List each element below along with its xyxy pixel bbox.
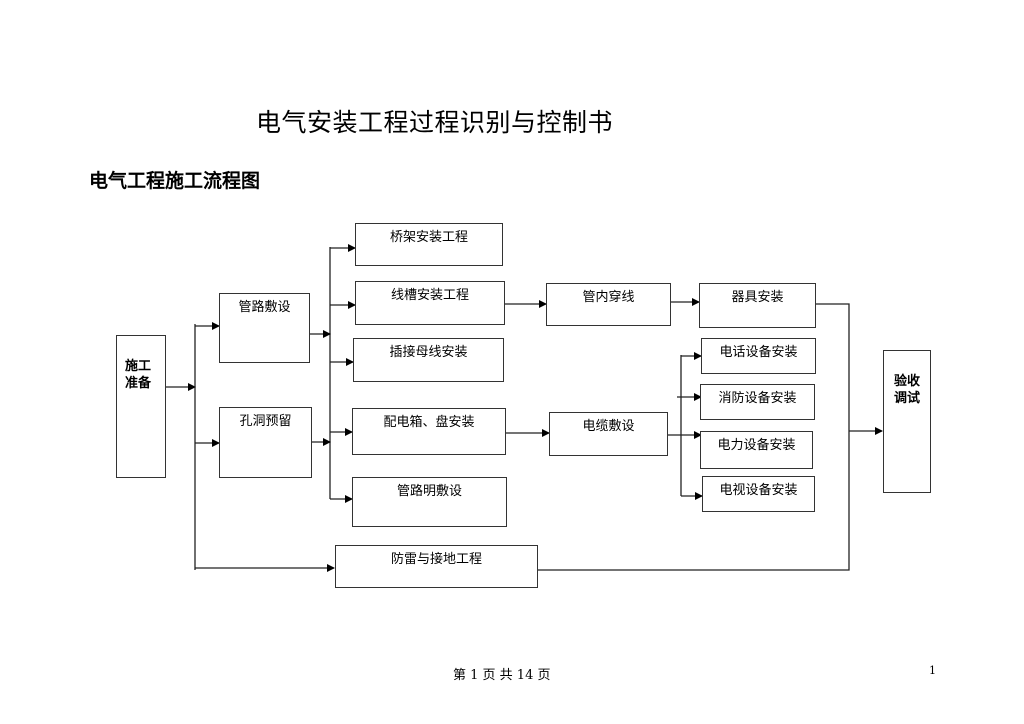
node-acceptance: 验收调试 bbox=[883, 350, 931, 493]
node-bridge: 桥架安装工程 bbox=[355, 223, 503, 266]
node-distribution-box: 配电箱、盘安装 bbox=[352, 408, 506, 455]
node-power: 电力设备安装 bbox=[700, 431, 813, 469]
node-tv: 电视设备安装 bbox=[702, 476, 815, 512]
node-prep: 施工准备 bbox=[116, 335, 166, 478]
node-exposed-pipe: 管路明敷设 bbox=[352, 477, 507, 527]
document-title: 电气安装工程过程识别与控制书 bbox=[256, 108, 614, 137]
page-info: 第 1 页 共 14 页 bbox=[453, 668, 551, 683]
node-telephone: 电话设备安装 bbox=[701, 338, 816, 374]
node-wiring-in-pipe: 管内穿线 bbox=[546, 283, 671, 326]
node-cable-laying: 电缆敷设 bbox=[549, 412, 668, 456]
node-fixture: 器具安装 bbox=[699, 283, 816, 328]
section-heading: 电气工程施工流程图 bbox=[89, 170, 261, 192]
node-pipe-lay: 管路敷设 bbox=[219, 293, 310, 363]
page-number: 1 bbox=[929, 664, 936, 677]
connector-fixture-out bbox=[538, 303, 850, 571]
node-lightning: 防雷与接地工程 bbox=[335, 545, 538, 588]
node-fire: 消防设备安装 bbox=[700, 384, 815, 420]
node-busbar: 插接母线安装 bbox=[353, 338, 504, 382]
node-hole-reserve: 孔洞预留 bbox=[219, 407, 312, 478]
node-trunking: 线槽安装工程 bbox=[355, 281, 505, 325]
